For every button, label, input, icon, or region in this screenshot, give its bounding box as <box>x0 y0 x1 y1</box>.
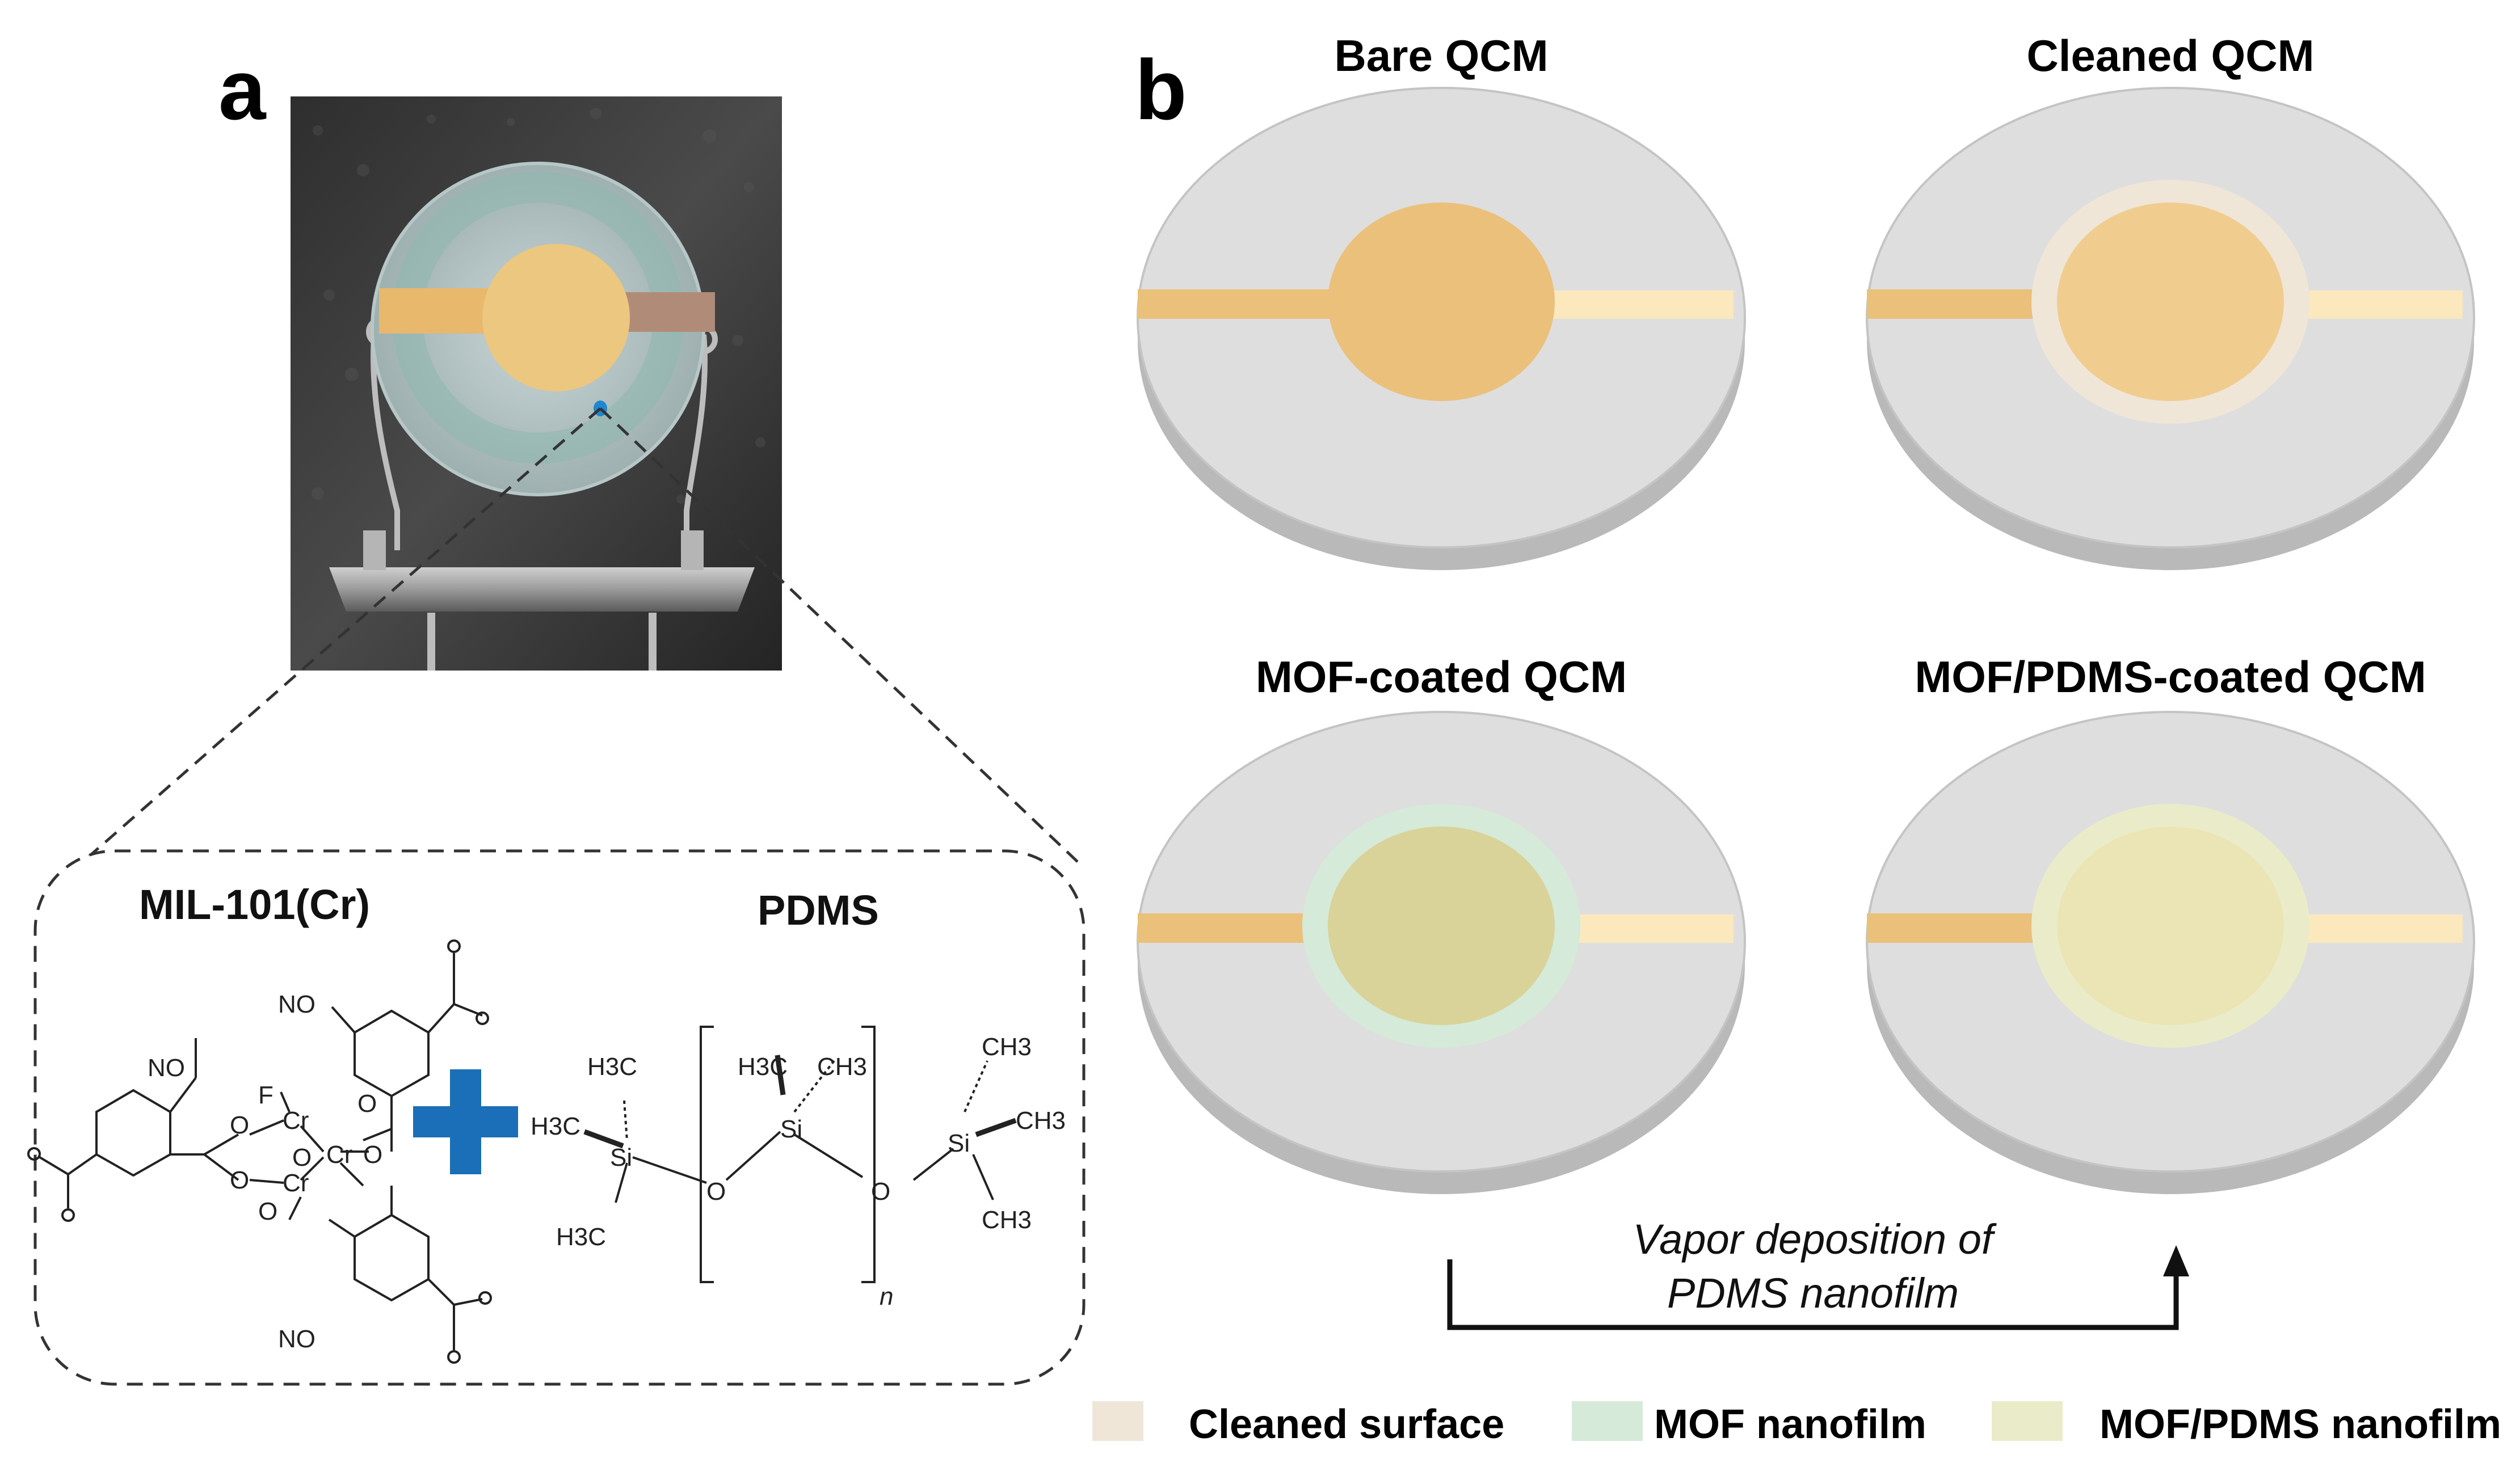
pin-post-right <box>681 530 704 570</box>
pdms-n: n <box>880 1283 893 1310</box>
title-cleaned-qcm: Cleaned QCM <box>2026 31 2314 81</box>
gold-electrode <box>2057 827 2284 1025</box>
o-atom-3: O <box>363 1141 382 1169</box>
o-atom-2: O <box>230 1166 249 1194</box>
pdms-ch3-1: CH3 <box>817 1053 867 1081</box>
no2-bottom: NO <box>278 1325 315 1353</box>
benzene-top <box>354 1009 430 1098</box>
zoom-line-right <box>599 407 1079 863</box>
pdms-h3c-4: H3C <box>738 1053 788 1081</box>
panel-b: b Bare QCM Cleaned QCM MOF-coated QCM MO… <box>1092 31 2501 1447</box>
pin-post-left <box>363 530 386 570</box>
plus-icon <box>413 1069 518 1174</box>
cr-atom-3: Cr <box>283 1169 309 1197</box>
pdms-si-1: Si <box>610 1144 632 1171</box>
process-arrow: Vapor deposition of PDMS nanofilm <box>1447 1216 2189 1330</box>
panel-b-letter: b <box>1135 42 1187 137</box>
inset-box <box>33 849 1086 1386</box>
o-atom-1: O <box>230 1111 249 1139</box>
panel-a-letter: a <box>218 42 267 137</box>
no2-top: NO <box>278 990 315 1018</box>
legend-label-cleaned: Cleaned surface <box>1189 1402 1504 1447</box>
pdms-ch3-3: CH3 <box>1016 1107 1066 1135</box>
arrow-label-line2: PDMS nanofilm <box>1667 1270 1959 1317</box>
qcm-disc-cleaned <box>1866 87 2475 570</box>
electrode-tab-right <box>1543 290 1734 319</box>
gold-electrode <box>1328 827 1555 1025</box>
pdms-si-3: Si <box>948 1129 970 1157</box>
legend-label-mof: MOF nanofilm <box>1654 1402 1926 1447</box>
gold-electrode <box>2057 203 2284 401</box>
legend-label-mof-pdms: MOF/PDMS nanofilm <box>2100 1402 2501 1447</box>
qcm-disc-mof <box>1137 711 1746 1194</box>
metal-base <box>329 567 755 612</box>
pdms-label: PDMS <box>758 887 879 934</box>
legend-swatch-cleaned <box>1092 1401 1143 1441</box>
cr-atom-1: Cr <box>283 1107 309 1135</box>
mof-structure: MIL-101(Cr) <box>27 881 492 1364</box>
legend-swatch-mof-pdms <box>1992 1401 2063 1441</box>
o-atom-5: O <box>357 1090 377 1118</box>
title-bare-qcm: Bare QCM <box>1334 31 1548 81</box>
title-mof-coated-qcm: MOF-coated QCM <box>1256 652 1627 702</box>
o-atom-center: O <box>292 1144 312 1171</box>
pdms-o-2: O <box>871 1178 890 1205</box>
pdms-h3c-2: H3C <box>531 1112 580 1140</box>
fluorine: F <box>258 1081 274 1109</box>
arrow-head <box>2163 1245 2189 1276</box>
cr-atom-2: Cr <box>326 1141 352 1169</box>
pdms-h3c-3: H3C <box>556 1223 606 1251</box>
mof-label: MIL-101(Cr) <box>139 881 370 928</box>
pdms-ch3-4: CH3 <box>982 1206 1032 1234</box>
no2-left: NO <box>148 1054 185 1082</box>
title-mof-pdms-coated-qcm: MOF/PDMS-coated QCM <box>1915 652 2426 702</box>
zoom-line-left <box>81 407 601 863</box>
o-atom-4: O <box>258 1198 277 1225</box>
qcm-photo <box>291 96 782 671</box>
legend: Cleaned surface MOF nanofilm MOF/PDMS na… <box>1092 1401 2501 1447</box>
gold-electrode <box>482 244 630 391</box>
mof-atom-labels: NO NO NO F Cr Cr Cr O O O O O O <box>148 990 382 1353</box>
pdms-o-1: O <box>706 1178 726 1205</box>
arrow-label-line1: Vapor deposition of <box>1633 1216 1997 1263</box>
electrode-tab-left <box>1138 289 1342 319</box>
panel-a: a <box>27 42 1086 1386</box>
pdms-structure: PDMS H3C H3C H3C Si O <box>531 887 1066 1310</box>
gold-electrode <box>1328 203 1555 401</box>
pdms-si-2: Si <box>780 1115 802 1143</box>
qcm-disc-bare <box>1137 87 1746 570</box>
pdms-ch3-2: CH3 <box>982 1033 1032 1061</box>
legend-swatch-mof <box>1572 1401 1643 1441</box>
pdms-h3c-1: H3C <box>587 1053 637 1081</box>
qcm-disc-mof-pdms <box>1866 711 2475 1194</box>
